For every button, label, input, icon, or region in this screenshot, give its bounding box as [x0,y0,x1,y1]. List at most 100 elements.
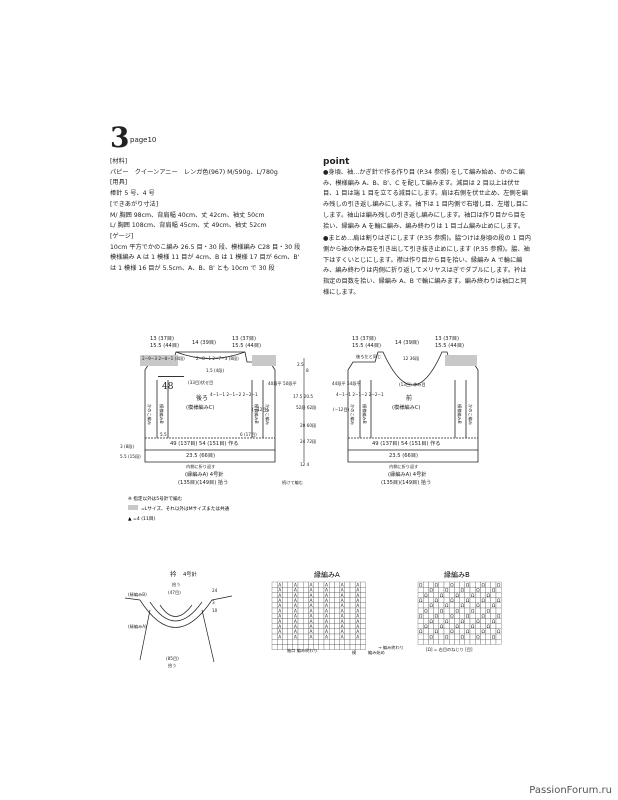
chart-cell [495,618,502,624]
tools-heading: [用具] [110,179,128,187]
chart-cell-symbol: Ω [487,593,491,599]
size-l: L/ 胸囲 108cm、背肩幅 45cm、丈 49cm、袖丈 52cm [110,222,267,230]
chart-b-title: 縁編みB [444,570,470,579]
chart-cell [423,639,429,645]
chart-cell [349,644,356,650]
chart-cell-symbol: Ω [466,614,470,620]
chart-cell [313,581,319,588]
chart-cell [360,587,366,593]
chart-cell [334,597,340,603]
back-top-neck-dim: 14 (39目) [192,339,216,346]
chart-cell-symbol: A [278,629,281,635]
chart-cell [417,587,424,593]
back-width-a: 23.5 (66目) [186,452,215,459]
chart-cell [360,633,366,640]
gauge-line-3: は 1 模様 16 目が 5.5cm、A、B、B' とも 10cm で 30 段 [110,265,275,273]
center-dim-mid1: 17.5 20.5 [293,394,313,399]
gauge-heading: [ゲージ] [110,232,134,240]
chart-cell-symbol: A [341,624,344,630]
point-paragraph-finishing: ●まとめ…肩は割りはぎにします (P.35 参照)。脇つけは身頃の段の 1 目内… [323,235,531,296]
chart-cell [360,639,366,645]
chart-cell [480,602,486,609]
chart-cell [318,592,325,598]
chart-cell [490,597,497,603]
chart-cell [454,587,460,593]
chart-cell [277,639,283,645]
chart-cell [417,639,424,645]
note-size-swatch [128,505,138,510]
chart-cell [308,639,314,645]
size-m: M/ 胸囲 98cm、背肩幅 40cm、丈 42cm、袖丈 50cm [110,211,265,219]
center-dim-mid1-rows: 52段 62段 [296,404,317,411]
chart-cell [318,581,325,588]
chart-cell [329,597,335,603]
chart-cell [433,639,439,645]
chart-cell [282,623,288,629]
chart-cell-symbol: Ω [455,624,459,630]
chart-cell [318,644,325,650]
chart-cell [490,639,497,645]
back-hem-pick: (135目)(149目) 拾う [178,478,228,486]
chart-cell [297,623,304,629]
front-subtitle: (模様編みC) [392,403,420,411]
chart-cell [480,639,486,645]
chart-cell-symbol: A [309,619,312,625]
chart-cell [438,639,445,645]
front-top-right-dim: 13 (37目) [435,335,459,342]
chart-cell [282,592,288,598]
chart-cell [423,587,429,593]
chart-cell [282,607,288,614]
chart-cell-symbol: Ω [419,629,423,635]
chart-cell [443,597,450,603]
chart-cell [428,623,434,629]
chart-cell-symbol: Ω [429,603,433,609]
chart-a-legend-repeat: 模 [352,649,357,656]
chart-cell [344,633,351,640]
chart-cell [360,607,366,614]
chart-cell-symbol: A [294,603,297,609]
chart-cell [469,587,476,593]
chart-cell-symbol: A [294,624,297,630]
back-shoulder-right-highlight [252,355,276,366]
chart-a-legend-start: 編み始め [368,649,385,656]
chart-cell [329,613,335,619]
chart-cell [459,597,465,603]
chart-cell [454,602,460,609]
chart-cell [417,633,424,640]
chart-cell [297,587,304,593]
chart-cell [475,597,481,603]
chart-cell [449,633,455,640]
chart-cell [277,644,283,650]
chart-cell-symbol: A [325,593,328,599]
chart-cell [475,639,481,645]
chart-cell [297,607,304,614]
chart-cell [344,644,351,650]
chart-cell-symbol: Ω [445,603,449,609]
chart-cell-symbol: A [341,614,344,620]
center-side-note: 続けて編む [282,479,303,486]
chart-cell [329,602,335,609]
chart-cell-symbol: A [325,634,328,640]
chart-cell-symbol: A [325,598,328,604]
chart-cell [433,587,439,593]
chart-cell [287,597,293,603]
front-piece-diagram [347,351,479,463]
chart-cell [438,597,445,603]
chart-cell [271,633,278,640]
chart-cell [329,633,335,640]
chart-cell [303,597,309,603]
chart-cell [464,587,471,593]
chart-cell [334,633,340,640]
back-armhole-subtotal: (−12目) [252,407,269,413]
chart-cell-symbol: A [309,588,312,594]
chart-cell [303,607,309,614]
collar-pattern-a: (縁編みA) [128,623,147,630]
chart-cell [334,644,340,650]
chart-cell [464,633,471,640]
chart-cell [339,639,345,645]
chart-cell [449,592,455,598]
chart-cell [490,592,497,598]
chart-cell [495,639,502,645]
chart-cell [495,633,502,640]
